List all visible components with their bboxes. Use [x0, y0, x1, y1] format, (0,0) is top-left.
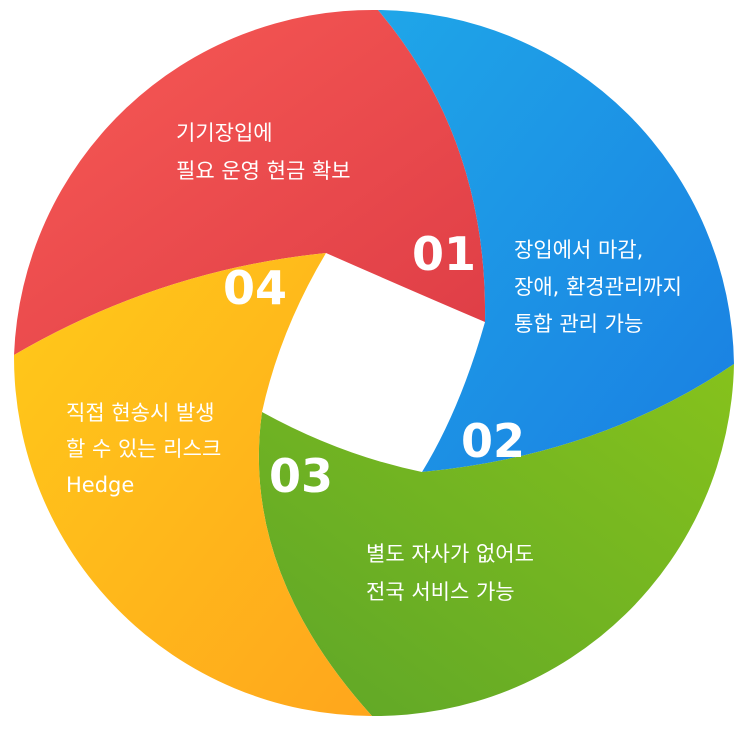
segment-02-shape	[378, 10, 734, 472]
segment-04-text-line-3: Hedge	[66, 473, 134, 497]
segment-02-text-line-1: 장입에서 마감,	[514, 238, 643, 262]
segment-01-number: 01	[412, 227, 476, 281]
segment-04-number: 04	[223, 261, 287, 315]
segment-04-text-line-2: 할 수 있는 리스크	[66, 437, 221, 461]
segment-04-shape	[13, 253, 372, 716]
segment-02-text-line-3: 통합 관리 가능	[514, 312, 643, 336]
segment-02-number: 02	[461, 414, 525, 468]
segment-03-number: 03	[269, 449, 333, 503]
segment-03-text-line-1: 별도 자사가 없어도	[366, 542, 534, 566]
segment-03-shape	[258, 364, 734, 717]
segment-03-text-line-2: 전국 서비스 가능	[366, 580, 515, 604]
segment-02-text-line-2: 장애, 환경관리까지	[514, 275, 682, 299]
segment-04-text-line-1: 직접 현송시 발생	[66, 401, 215, 425]
segment-01-text-line-2: 필요 운영 현금 확보	[176, 159, 351, 183]
segment-01-shape	[14, 9, 486, 356]
segment-01-text-line-1: 기기장입에	[176, 121, 273, 145]
